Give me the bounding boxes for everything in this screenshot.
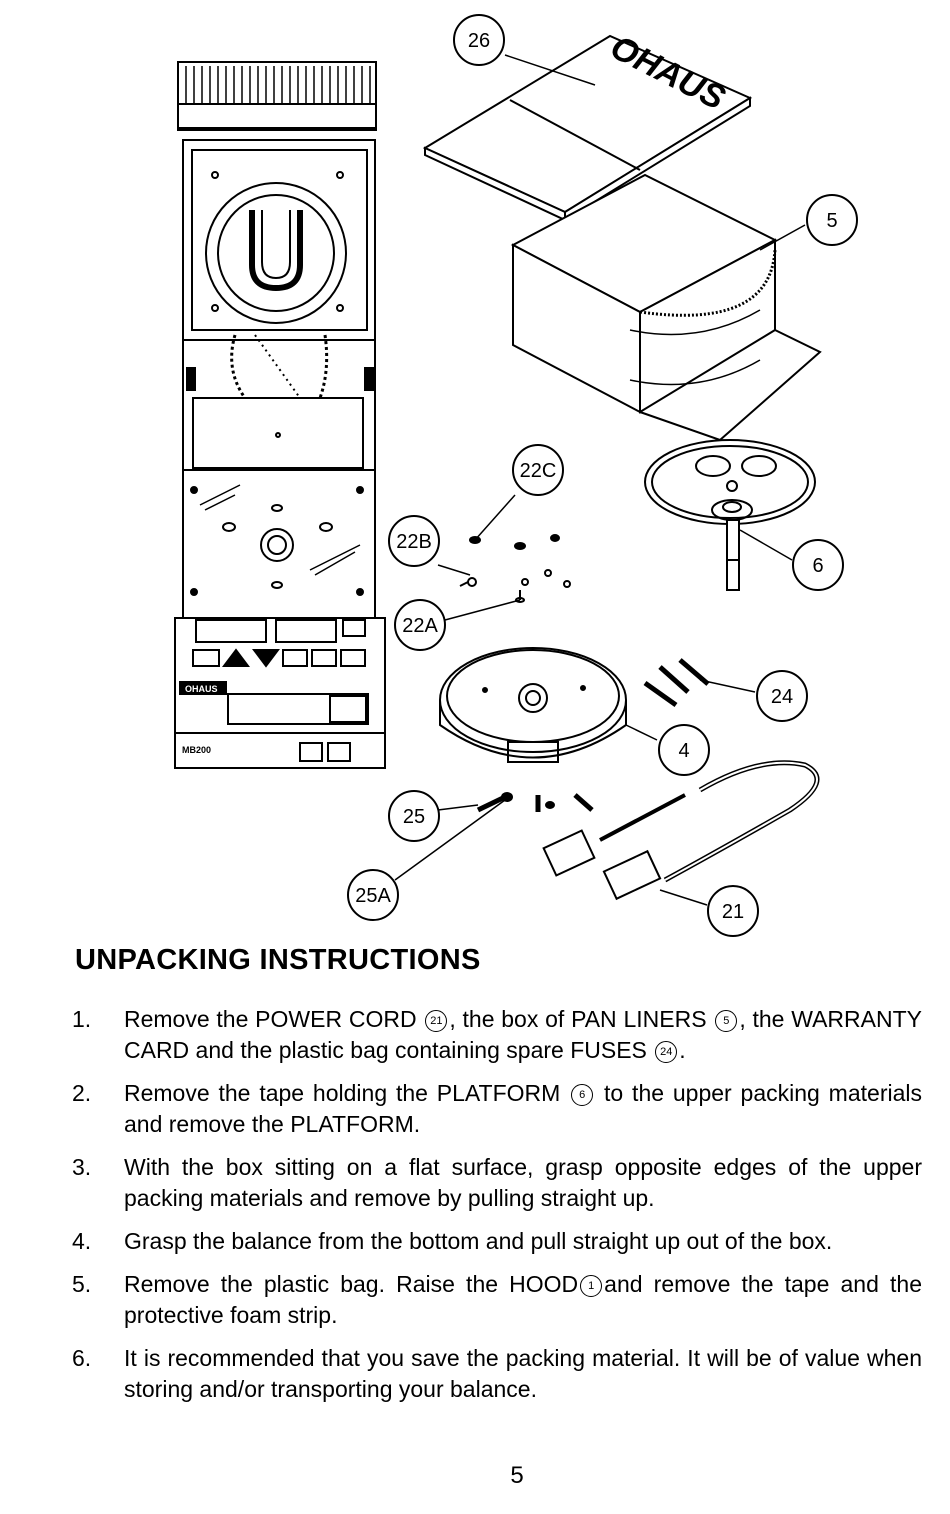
callout-22b: 22B xyxy=(388,515,440,567)
callout-21: 21 xyxy=(707,885,759,937)
step-number: 1. xyxy=(72,1006,92,1032)
platform-drawing xyxy=(644,439,816,591)
warranty-card-drawing: OHAUS xyxy=(422,28,753,222)
step-text-segment: and remove the tape and the protective f… xyxy=(124,1271,922,1328)
pan-liner-box-drawing xyxy=(510,173,822,442)
feet-drawing xyxy=(476,792,594,813)
callout-25a-label: 25A xyxy=(355,885,391,907)
instruction-list: 1.Remove the POWER CORD 21, the box of P… xyxy=(72,1004,922,1417)
instruction-step: 4. Grasp the balance from the bottom and … xyxy=(72,1226,922,1257)
step-text: Remove the POWER CORD 21, the box of PAN… xyxy=(124,1004,922,1066)
step-text-segment: Remove the plastic bag. Raise the HOOD xyxy=(124,1271,579,1297)
step-number: 6. xyxy=(72,1345,92,1371)
step-text-segment: With the box sitting on a flat surface, … xyxy=(124,1154,922,1211)
callout-4: 4 xyxy=(658,724,710,776)
instruction-step: 6. It is recommended that you save the pa… xyxy=(72,1343,922,1405)
instruction-step: 3. With the box sitting on a flat surface… xyxy=(72,1152,922,1214)
step-text-segment: to the upper packing materials and remov… xyxy=(124,1080,922,1137)
callout-24: 24 xyxy=(756,670,808,722)
callout-22c-label: 22C xyxy=(520,460,557,482)
part-reference-badge: 21 xyxy=(425,1009,448,1032)
callout-26-label: 26 xyxy=(468,30,490,52)
step-text-segment: It is recommended that you save the pack… xyxy=(124,1345,922,1402)
callout-22a-label: 22A xyxy=(402,615,438,637)
step-text: It is recommended that you save the pack… xyxy=(124,1343,922,1405)
step-text-segment: Grasp the balance from the bottom and pu… xyxy=(124,1228,833,1254)
step-text: Grasp the balance from the bottom and pu… xyxy=(124,1226,922,1257)
brand-label: OHAUS xyxy=(185,684,218,694)
callout-22c: 22C xyxy=(512,444,564,496)
callout-21-label: 21 xyxy=(722,901,744,923)
callout-22a: 22A xyxy=(394,599,446,651)
callout-25-label: 25 xyxy=(403,806,425,828)
step-number: 5. xyxy=(72,1271,92,1297)
callout-6: 6 xyxy=(792,539,844,591)
part-reference-badge: 24 xyxy=(655,1040,678,1063)
balance-drawing: OHAUS MB200 xyxy=(174,61,386,769)
fuses-drawing xyxy=(643,658,710,708)
callout-4-label: 4 xyxy=(678,740,689,762)
hardware-drawing xyxy=(459,534,571,603)
step-text: With the box sitting on a flat surface, … xyxy=(124,1152,922,1214)
step-text-segment: Remove the POWER CORD xyxy=(124,1006,424,1032)
section-heading: UNPACKING INSTRUCTIONS xyxy=(75,944,481,976)
step-text-segment: , the WARRANTY CARD and the plastic bag … xyxy=(124,1006,922,1063)
callout-26: 26 xyxy=(453,14,505,66)
instruction-step: 5. Remove the plastic bag. Raise the HOOD… xyxy=(72,1269,922,1331)
part-reference-badge: 5 xyxy=(715,1009,738,1032)
page-number: 5 xyxy=(510,1462,524,1489)
step-text-segment: Remove the tape holding the PLATFORM xyxy=(124,1080,570,1106)
parts-illustration: OHAUS MB200 OHAUS xyxy=(174,14,858,937)
vent-fins xyxy=(185,66,371,104)
callout-25: 25 xyxy=(388,790,440,842)
callout-6-label: 6 xyxy=(812,555,823,577)
callout-24-label: 24 xyxy=(771,686,793,708)
leader-lines xyxy=(394,54,806,906)
step-number: 2. xyxy=(72,1080,92,1106)
step-text: Remove the tape holding the PLATFORM 6 t… xyxy=(124,1078,922,1140)
callout-25a: 25A xyxy=(347,869,399,921)
instruction-step: 2. Remove the tape holding the PLATFORM 6… xyxy=(72,1078,922,1140)
callout-22b-label: 22B xyxy=(396,531,432,553)
step-text-segment: , the box of PAN LINERS xyxy=(449,1006,714,1032)
step-text-segment: . xyxy=(679,1037,686,1063)
part-reference-badge: 6 xyxy=(571,1083,594,1106)
instruction-step: 1. Remove the POWER CORD 21, the box of P… xyxy=(72,1004,922,1066)
callout-5: 5 xyxy=(806,194,858,246)
model-label: MB200 xyxy=(182,745,211,755)
step-number: 4. xyxy=(72,1228,92,1254)
part-reference-badge: 1 xyxy=(580,1274,603,1297)
step-number: 3. xyxy=(72,1154,92,1180)
power-cord-drawing xyxy=(542,760,820,901)
callout-5-label: 5 xyxy=(826,210,837,232)
pan-shroud-drawing xyxy=(439,647,627,763)
